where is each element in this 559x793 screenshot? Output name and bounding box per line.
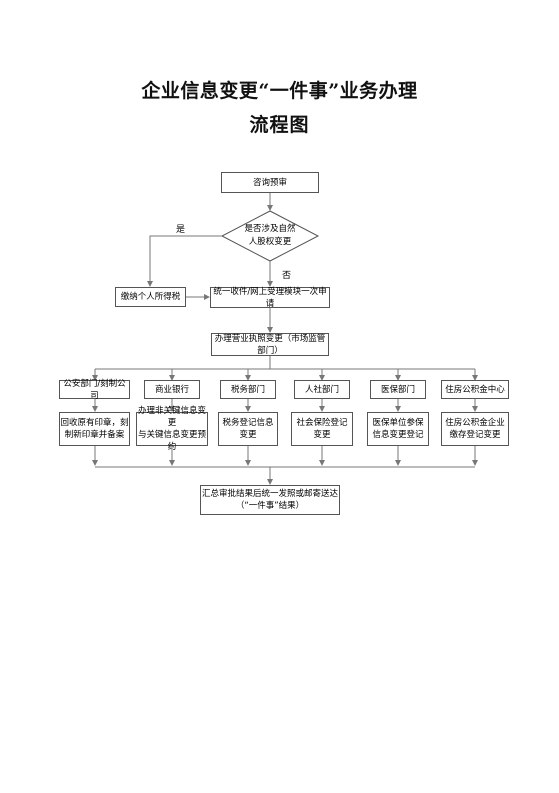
- node-summary: 汇总审批结果后统一发照或邮寄送达 （“一件事”结果）: [200, 485, 340, 515]
- node-dept-tax: 税务部门: [220, 380, 276, 399]
- label-no: 否: [282, 271, 292, 281]
- node-action-tax: 税务登记信息 变更: [218, 412, 278, 446]
- node-dept-bank: 商业银行: [144, 380, 200, 399]
- label-yes: 是: [176, 225, 186, 235]
- node-action-social: 社会保险登记 变更: [291, 412, 353, 446]
- node-dept-social: 人社部门: [294, 380, 350, 399]
- page-subtitle: 流程图: [249, 114, 310, 136]
- node-action-fund: 住房公积金企业 缴存登记变更: [441, 412, 509, 446]
- page-title: 企业信息变更“一件事”业务办理: [141, 80, 418, 102]
- node-decision: 是否涉及自然 人股权变更: [244, 224, 296, 247]
- node-action-medical: 医保单位参保 信息变更登记: [367, 412, 429, 446]
- node-accept: 统一收件/网上受理模块一次申请: [210, 287, 330, 309]
- node-action-bank: 办理非关键信息变更 与关键信息变更预约: [136, 406, 208, 452]
- node-tax-individual: 缴纳个人所得税: [115, 287, 186, 307]
- arrow-yes: [147, 235, 222, 287]
- node-dept-fund: 住房公积金中心: [441, 380, 509, 399]
- node-dept-police: 公安部门/刻制公司: [59, 379, 130, 401]
- node-consult: 咨询预审: [221, 172, 319, 193]
- node-dept-medical: 医保部门: [370, 380, 426, 399]
- node-action-police: 回收原有印章，刻 制新印章并备案: [59, 412, 130, 446]
- node-license: 办理营业执照变更（市场监管部门）: [211, 333, 329, 356]
